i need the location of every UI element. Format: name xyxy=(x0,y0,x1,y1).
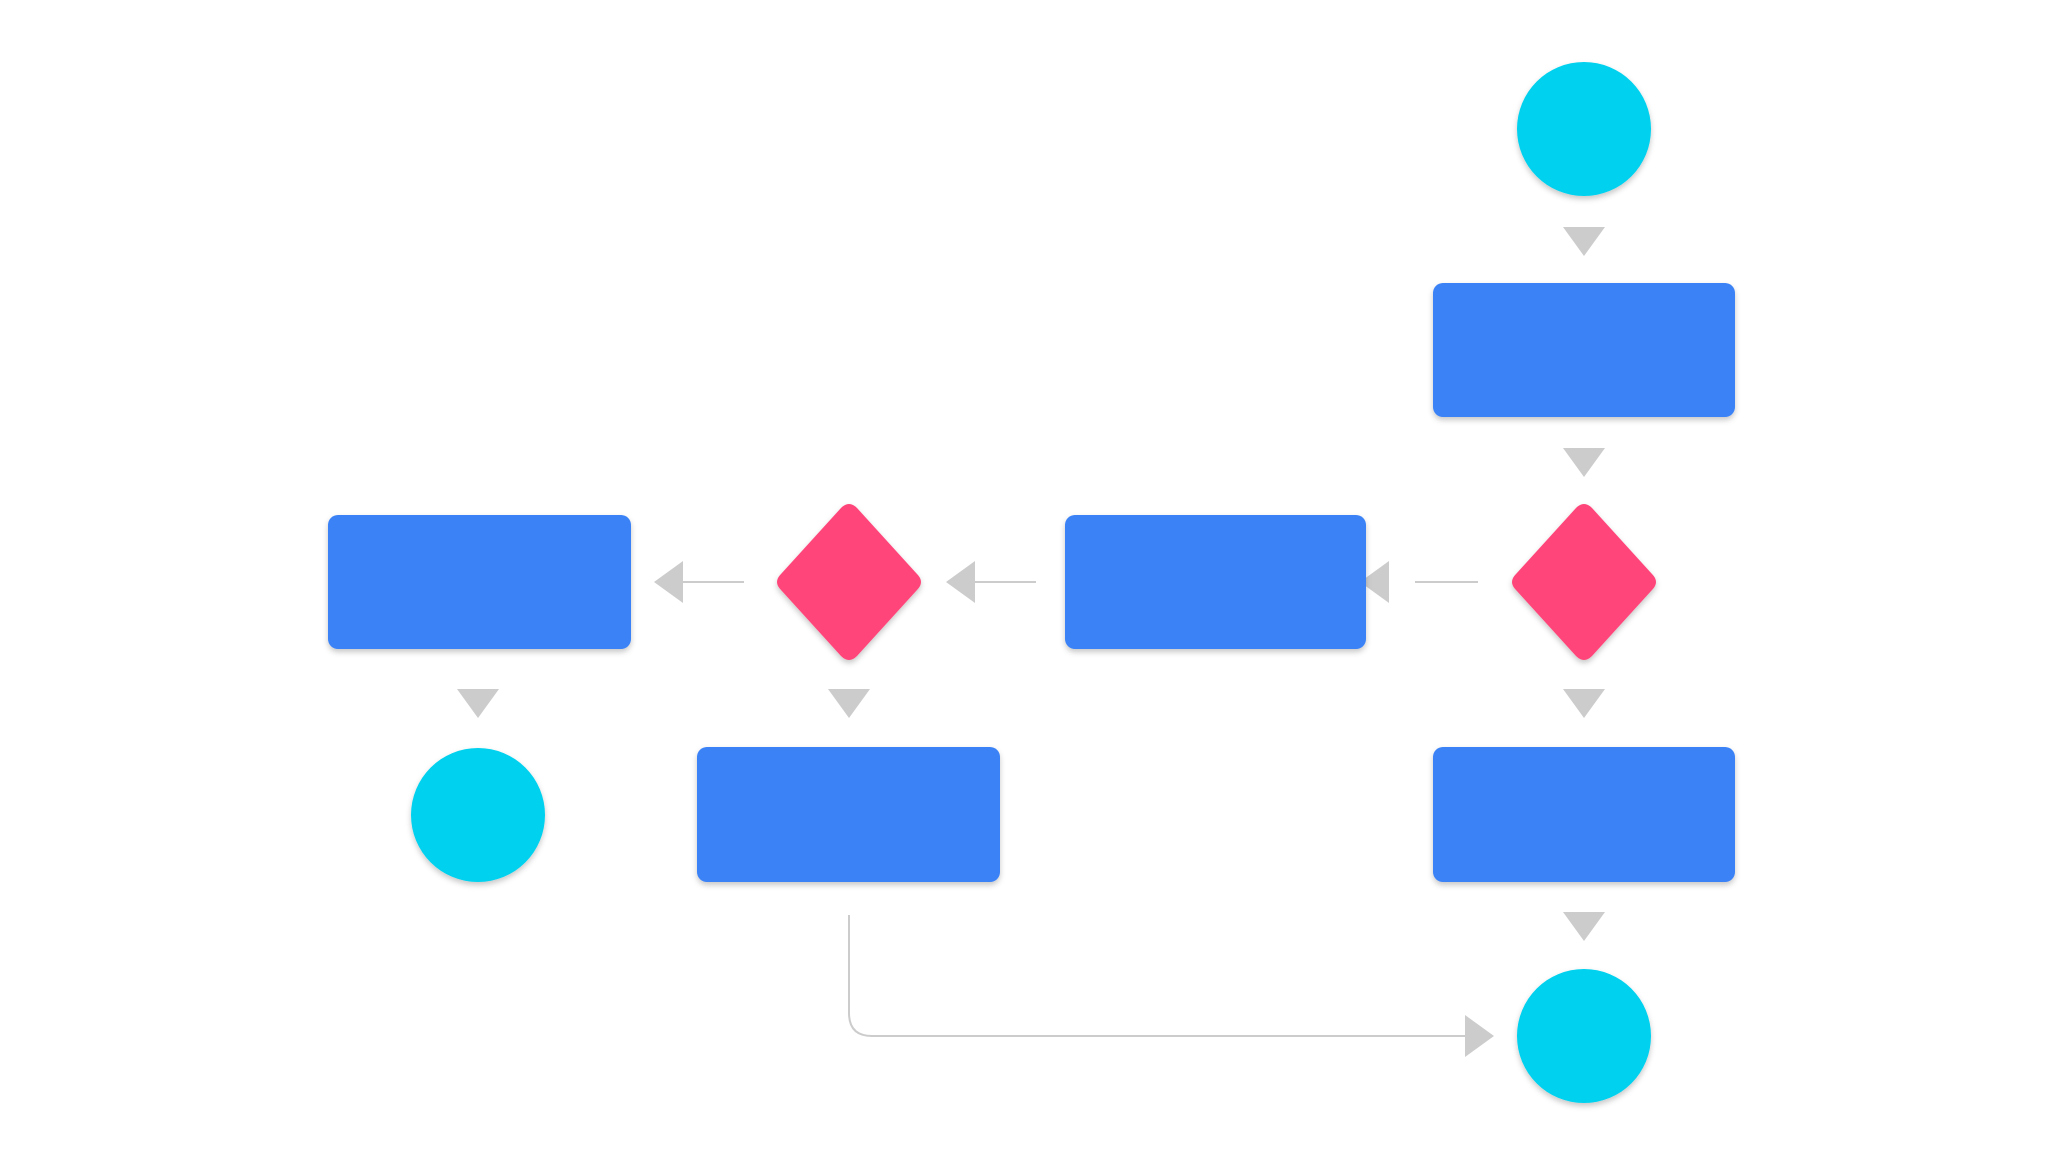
arrow-down-process-right xyxy=(1563,912,1605,941)
arrow-left-to-process-middle xyxy=(1360,561,1389,603)
start-terminal xyxy=(1517,62,1651,196)
decision-diamond-right xyxy=(1512,504,1656,660)
connector-lines xyxy=(681,581,1478,1037)
process-box-bottom-left xyxy=(697,747,1000,882)
arrow-down-start xyxy=(1563,227,1605,256)
process-box-left xyxy=(328,515,631,649)
connector-process-bottom-to-end-terminal xyxy=(848,915,1467,1037)
end-terminal-left xyxy=(411,748,545,882)
end-terminal-right xyxy=(1517,969,1651,1103)
arrow-right-to-end-terminal xyxy=(1465,1015,1494,1057)
process-boxes xyxy=(328,283,1735,882)
arrow-down-process-left xyxy=(457,689,499,718)
arrow-down-decision-left xyxy=(828,689,870,718)
process-box-bottom-right xyxy=(1433,747,1735,882)
arrowheads xyxy=(457,227,1605,1057)
arrow-down-decision-right xyxy=(1563,689,1605,718)
arrow-left-to-process-left xyxy=(654,561,683,603)
arrow-left-to-decision-left xyxy=(946,561,975,603)
decision-diamond-left xyxy=(777,504,921,660)
terminals xyxy=(411,62,1651,1103)
process-box-middle xyxy=(1065,515,1366,649)
decisions xyxy=(777,504,1656,660)
process-box-top xyxy=(1433,283,1735,417)
arrow-down-process-top xyxy=(1563,448,1605,477)
